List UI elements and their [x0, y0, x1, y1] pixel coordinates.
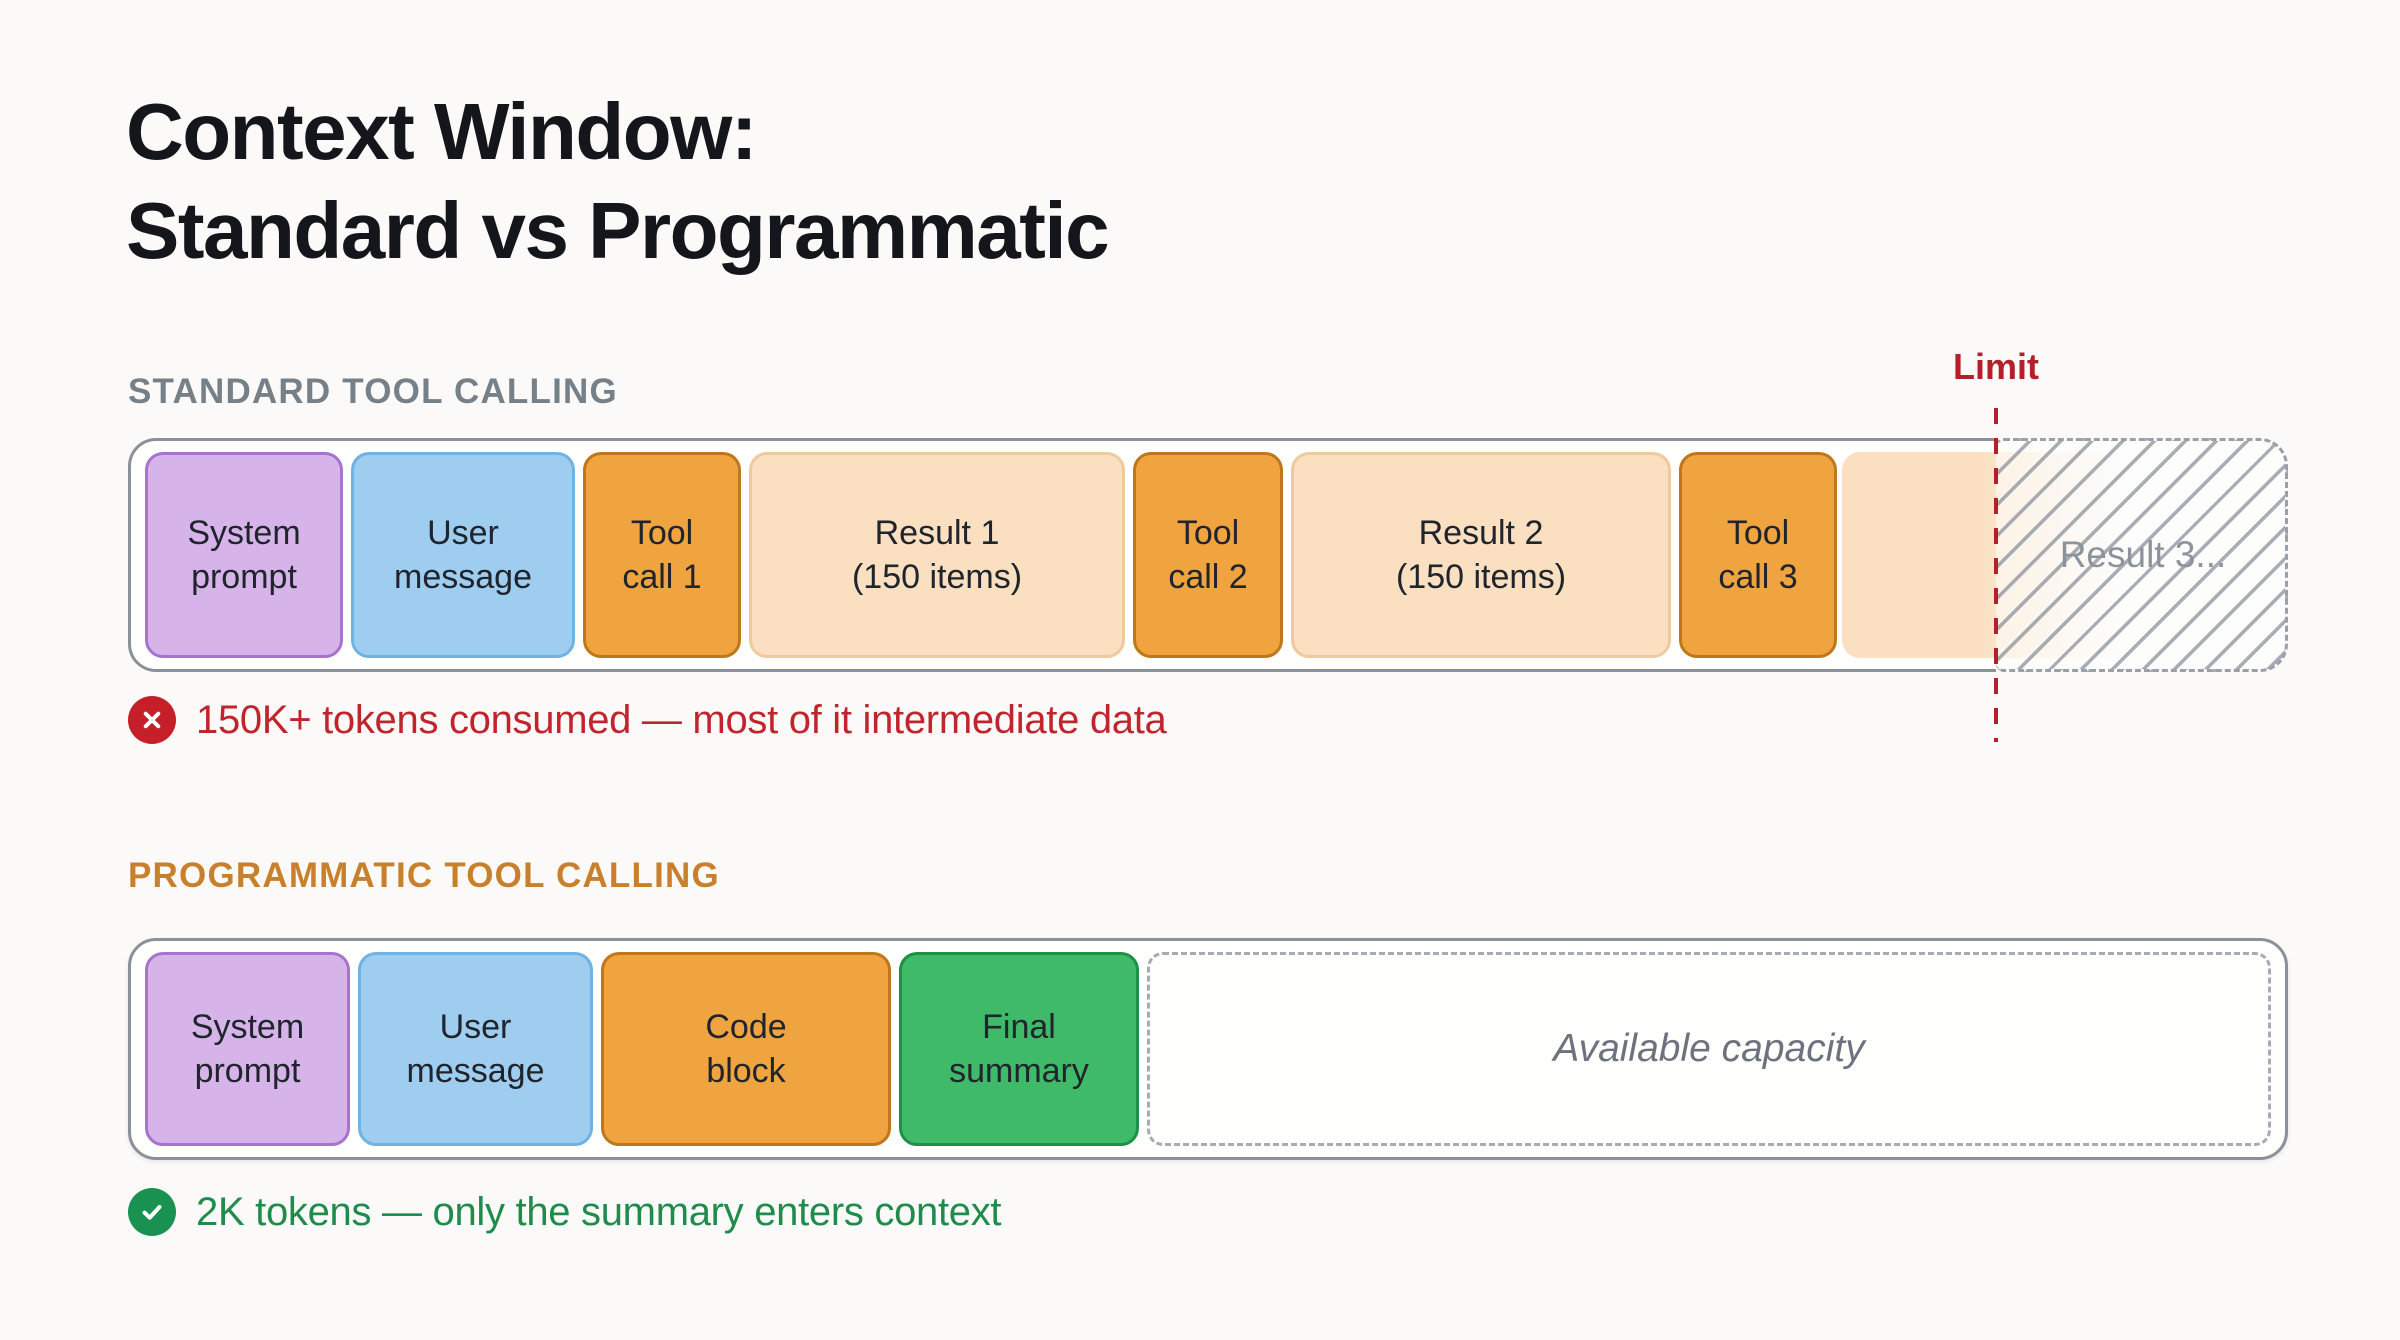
error-status: 150K+ tokens consumed — most of it inter… [128, 696, 1167, 744]
result3-overflow-label: Result 3... [2059, 534, 2227, 575]
overflow-hatch-region [1996, 438, 2288, 672]
context-block-system-prompt: System prompt [145, 452, 343, 658]
check-circle-icon [128, 1188, 176, 1236]
context-block-user-message: User message [358, 952, 593, 1146]
context-block-tool-call-2: Tool call 2 [1133, 452, 1283, 658]
context-block-result-1-(150-items): Result 1 (150 items) [749, 452, 1125, 658]
context-block-tool-call-1: Tool call 1 [583, 452, 741, 658]
context-block-user-message: User message [351, 452, 575, 658]
context-block-code-block: Code block [601, 952, 891, 1146]
page-title: Context Window: Standard vs Programmatic [126, 87, 1110, 275]
available-capacity-region: Available capacity [1147, 952, 2271, 1146]
context-block-tool-call-3: Tool call 3 [1679, 452, 1837, 658]
limit-label: Limit [1953, 346, 2039, 387]
limit-line [1994, 408, 1998, 742]
section-label-standard: STANDARD TOOL CALLING [128, 372, 618, 411]
success-status-text: 2K tokens — only the summary enters cont… [196, 1189, 1002, 1234]
error-status-text: 150K+ tokens consumed — most of it inter… [196, 697, 1167, 742]
x-circle-icon [128, 696, 176, 744]
context-block-final-summary: Final summary [899, 952, 1139, 1146]
success-status: 2K tokens — only the summary enters cont… [128, 1188, 1002, 1236]
context-block-result-2-(150-items): Result 2 (150 items) [1291, 452, 1671, 658]
section-label-programmatic: PROGRAMMATIC TOOL CALLING [128, 856, 720, 895]
context-block-system-prompt: System prompt [145, 952, 350, 1146]
